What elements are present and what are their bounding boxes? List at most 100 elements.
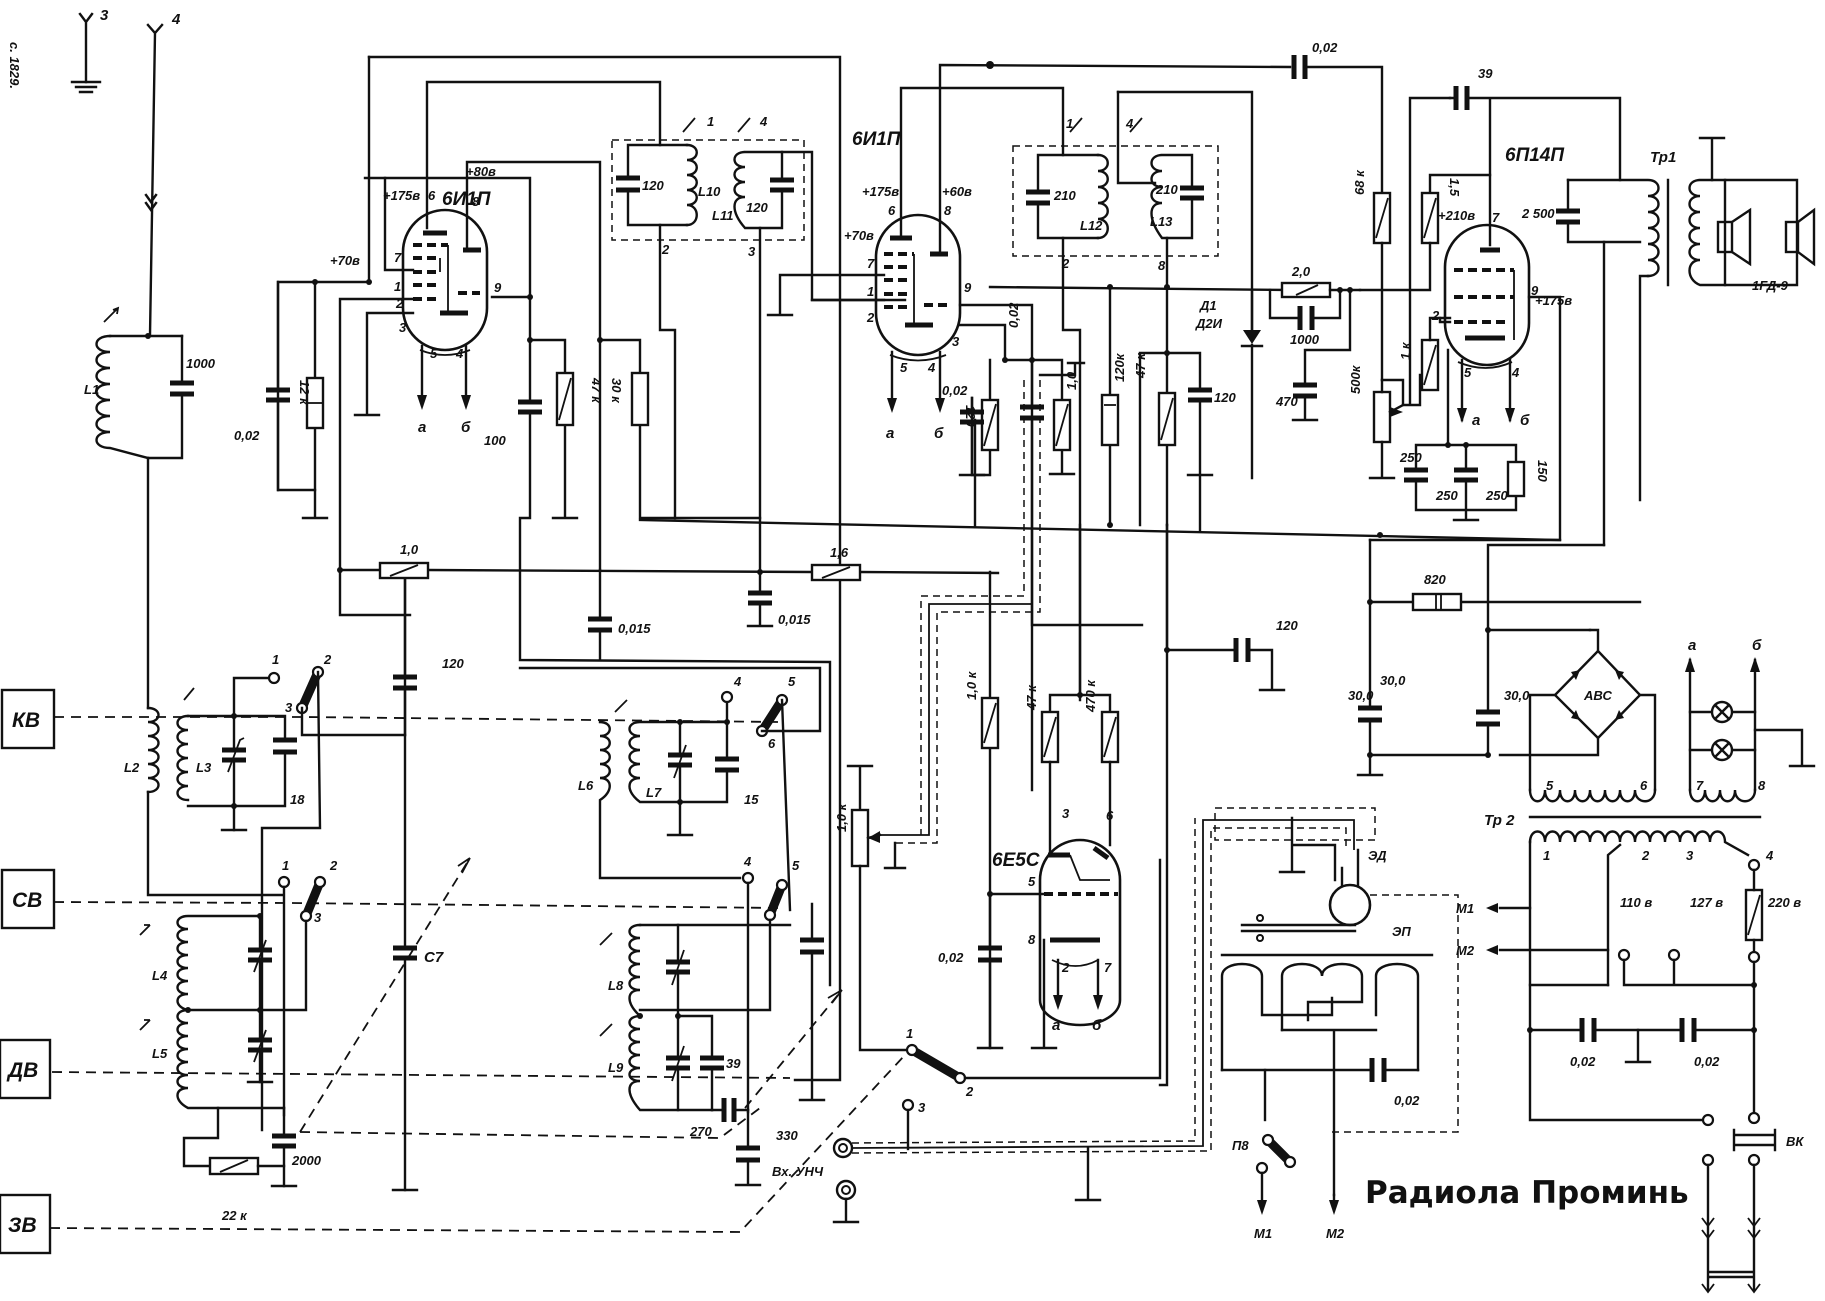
svg-text:а: а (418, 419, 426, 436)
tube-v2-6i1p: 6И1П +175в +60в +70в 6 8 7 1 2 3 5 4 9 а… (844, 129, 972, 442)
svg-text:2: 2 (1061, 256, 1070, 271)
svg-text:22 к: 22 к (221, 1208, 248, 1223)
speaker-1gd9: 1ГД-9 (1716, 178, 1816, 293)
svg-text:6И1П: 6И1П (852, 129, 901, 150)
svg-text:7: 7 (1492, 210, 1500, 225)
svg-text:4: 4 (1765, 848, 1774, 863)
svg-text:М1: М1 (1456, 901, 1474, 916)
svg-text:6: 6 (768, 736, 776, 751)
inductor-L6: L6 (578, 699, 742, 880)
svg-text:7: 7 (867, 256, 875, 271)
svg-text:0,02: 0,02 (942, 383, 968, 398)
svg-text:0,02: 0,02 (1694, 1054, 1720, 1069)
svg-text:L3: L3 (196, 760, 212, 775)
svg-text:б: б (1520, 412, 1530, 429)
svg-text:2 500: 2 500 (1521, 206, 1555, 221)
svg-text:3: 3 (285, 700, 293, 715)
band-switch-sv[interactable]: СВ (0, 868, 56, 930)
svg-text:П8: П8 (1232, 1138, 1249, 1153)
svg-text:39: 39 (1478, 66, 1493, 81)
svg-text:2: 2 (1061, 960, 1070, 975)
switch-pickup[interactable]: 1 2 3 (901, 858, 1162, 1151)
svg-text:2: 2 (323, 652, 332, 667)
capacitor-2000: 2000 (270, 1106, 322, 1188)
svg-text:ВК: ВК (1786, 1134, 1804, 1149)
svg-text:5: 5 (1464, 365, 1472, 380)
svg-text:+175в: +175в (862, 184, 899, 199)
svg-text:0,02: 0,02 (1312, 40, 1338, 55)
svg-text:7: 7 (1696, 778, 1704, 793)
potentiometer-1k-volume-control[interactable]: 1,0 к (834, 764, 914, 1052)
svg-text:8: 8 (1028, 932, 1036, 947)
input-lf-jack[interactable]: Вх. УНЧ (772, 818, 1355, 1224)
if-filter-1: 120 120 L10 L11 1 4 2 3 (611, 114, 907, 574)
svg-text:Д1: Д1 (1199, 298, 1217, 313)
svg-text:+60в: +60в (942, 184, 972, 199)
svg-text:3: 3 (314, 910, 322, 925)
svg-text:КВ: КВ (12, 709, 40, 732)
svg-text:3: 3 (748, 244, 756, 259)
svg-text:6П14П: 6П14П (1505, 145, 1564, 166)
band-switch-zv[interactable]: ЗВ (0, 1193, 52, 1255)
svg-text:а: а (1472, 412, 1480, 429)
svg-text:L6: L6 (578, 778, 594, 793)
svg-text:L13: L13 (1150, 214, 1173, 229)
svg-text:+210в: +210в (1438, 208, 1475, 223)
inductor-L3: L3 18 (176, 687, 305, 808)
svg-text:6Е5С: 6Е5С (992, 850, 1040, 871)
svg-text:б: б (1752, 637, 1762, 654)
svg-text:б: б (461, 419, 471, 436)
v3-wiring: 39 1,5 250 250 250 150 (1358, 66, 1622, 542)
svg-text:15: 15 (744, 792, 759, 807)
svg-text:L12: L12 (1080, 218, 1103, 233)
filter-rc-detector: 2,0 1000 470 (1268, 264, 1362, 422)
capacitor-pickup-v (798, 902, 826, 1102)
svg-text:5: 5 (1028, 874, 1036, 889)
dial-lamps: а б (1685, 637, 1816, 792)
svg-text:2: 2 (965, 1084, 974, 1099)
svg-text:4: 4 (759, 114, 768, 129)
svg-text:L11: L11 (712, 208, 733, 223)
motor-pickup-block: ЭД ЭП 0,02 П8 М1 М2 (1214, 807, 1459, 1241)
svg-text:2000: 2000 (291, 1153, 322, 1168)
svg-text:4: 4 (171, 11, 181, 28)
svg-text:1: 1 (394, 279, 401, 294)
switch-sv-contacts[interactable]: 1 2 3 (186, 858, 338, 1117)
svg-text:L7: L7 (646, 785, 662, 800)
svg-text:а: а (1052, 1017, 1060, 1034)
band-switch-kv[interactable]: КВ (0, 688, 56, 750)
svg-text:1: 1 (282, 858, 289, 873)
band-switch-dv[interactable]: ДВ (0, 1038, 52, 1100)
svg-text:ЭД: ЭД (1368, 848, 1387, 863)
mains-transformer-tr2: 5 6 7 8 Тр 2 1 2 3 4 110 в 127 в 220 в 0… (1456, 778, 1801, 1122)
v1-wiring: 100 47 к 30 к 0,02 12 к 1,0 1,6 0,015 0,… (234, 55, 1000, 1082)
svg-text:1ГД-9: 1ГД-9 (1752, 278, 1789, 293)
svg-text:0,015: 0,015 (618, 621, 651, 636)
svg-text:Тр1: Тр1 (1650, 149, 1676, 166)
resistor-1k: 1 к (1398, 316, 1452, 392)
svg-text:110 в: 110 в (1620, 895, 1652, 910)
svg-text:4: 4 (733, 674, 742, 689)
svg-text:47 к: 47 к (589, 377, 604, 404)
inductor-L8: L8 (599, 923, 792, 1018)
switch-linkage (49, 716, 906, 1233)
svg-text:8: 8 (944, 203, 952, 218)
svg-text:0,02: 0,02 (1570, 1054, 1596, 1069)
svg-text:L4: L4 (152, 968, 168, 983)
svg-text:6: 6 (888, 203, 896, 218)
svg-text:39: 39 (726, 1056, 741, 1071)
svg-text:1000: 1000 (1290, 332, 1320, 347)
svg-text:0,02: 0,02 (1394, 1093, 1420, 1108)
power-supply-filter: 820 30,0 30,0 30,0 (1348, 538, 1642, 777)
switch-het-sv-contacts[interactable]: 4 5 (638, 854, 800, 1114)
svg-text:68 к: 68 к (1352, 169, 1367, 195)
svg-text:2: 2 (1641, 848, 1650, 863)
svg-text:150: 150 (1535, 460, 1550, 482)
svg-text:0,015: 0,015 (778, 612, 811, 627)
switch-het-kv-contacts[interactable]: 4 5 6 (518, 666, 822, 912)
svg-text:2: 2 (395, 296, 404, 311)
power-switch-vk[interactable]: ВК (1701, 1111, 1804, 1294)
switch-kv-contacts[interactable]: 1 2 3 (232, 652, 407, 1132)
ground-antenna: 3 (70, 7, 109, 94)
